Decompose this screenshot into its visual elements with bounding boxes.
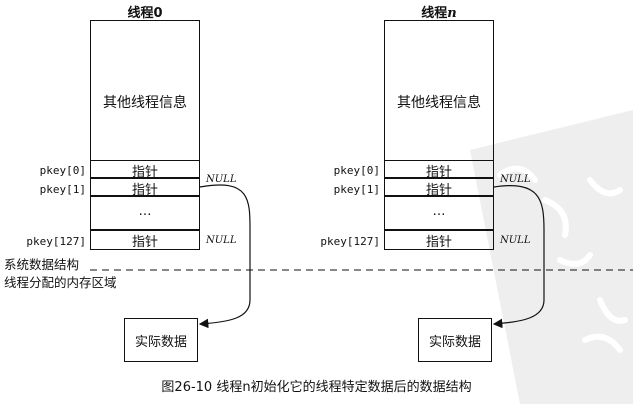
thread-0-key-1: pkey[1] bbox=[39, 183, 86, 196]
thread-n-ellipsis: … bbox=[432, 204, 446, 219]
thread-0-pointer-arrow bbox=[198, 184, 251, 329]
thread-0-ellipsis: … bbox=[138, 204, 152, 219]
thread-n-null-127: NULL bbox=[500, 235, 531, 246]
thread-n-pointer-1: 指针 bbox=[425, 183, 452, 198]
figure-caption: 图26-10 线程n初始化它的线程特定数据后的数据结构 bbox=[161, 380, 472, 395]
thread-n-pointer-0: 指针 bbox=[425, 165, 452, 180]
thread-n-null-1: NULL bbox=[500, 174, 531, 185]
thread-n-key-0: pkey[0] bbox=[333, 164, 380, 177]
thread-n-title: 线程n bbox=[421, 6, 457, 21]
system-region-label: 系统数据结构 bbox=[4, 257, 80, 272]
thread-0-null-1: NULL bbox=[206, 174, 237, 185]
thread-0-title: 线程0 bbox=[127, 6, 163, 21]
thread-0-cell-0 bbox=[90, 160, 200, 178]
thread-n-cell-0 bbox=[384, 160, 494, 178]
thread-n-pointer-arrow bbox=[492, 185, 545, 329]
thread-alloc-region-label: 线程分配的内存区域 bbox=[4, 275, 117, 290]
thread-n-key-1: pkey[1] bbox=[333, 183, 380, 196]
thread-0-pointer-127: 指针 bbox=[131, 235, 158, 250]
thread-n-key-127: pkey[127] bbox=[320, 235, 380, 248]
thread-0-key-0: pkey[0] bbox=[39, 164, 86, 177]
thread-0-cell-1 bbox=[90, 178, 200, 196]
thread-n-cell-127 bbox=[384, 230, 494, 250]
thread-0-data-box bbox=[124, 318, 198, 362]
thread-n-pointer-127: 指针 bbox=[425, 235, 452, 250]
thread-0-data-label: 实际数据 bbox=[134, 335, 187, 350]
thread-n-data-box bbox=[418, 318, 492, 362]
thread-0-key-127: pkey[127] bbox=[26, 235, 86, 248]
thread-0-null-127: NULL bbox=[206, 235, 237, 246]
thread-n-cell-ellipsis bbox=[384, 196, 494, 230]
thread-0-cell-127 bbox=[90, 230, 200, 250]
thread-n-cell-1 bbox=[384, 178, 494, 196]
thread-n-info: 其他线程信息 bbox=[397, 95, 481, 111]
thread-0-pointer-0: 指针 bbox=[131, 165, 158, 180]
thread-0-info: 其他线程信息 bbox=[103, 95, 187, 111]
thread-0-cell-ellipsis bbox=[90, 196, 200, 230]
thread-n-data-label: 实际数据 bbox=[428, 335, 481, 350]
thread-0-pointer-1: 指针 bbox=[131, 183, 158, 198]
